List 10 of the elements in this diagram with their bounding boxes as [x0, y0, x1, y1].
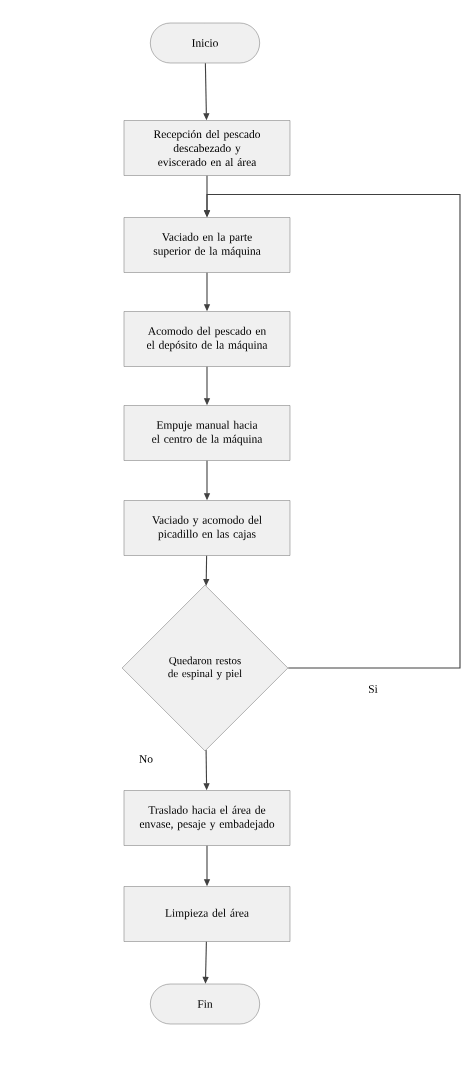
process-box: Traslado hacia el área de envase, pesaje y embadejado: [123, 790, 291, 846]
process-box: Vaciado y acomodo del picadillo en las cajas: [123, 500, 291, 556]
arrow: [203, 555, 210, 586]
process-box: Recepción del pescado descabezado y eviscerado en al área: [123, 120, 291, 176]
process-box: Acomodo del pescado en el depósito de la máquina: [123, 311, 291, 367]
edge-label: Si: [367, 684, 379, 694]
process-box: Vaciado en la parte superior de la máquina: [123, 217, 291, 273]
process-box: Limpieza del área: [123, 886, 291, 942]
edge-label: No: [138, 754, 154, 764]
process-box: Empuje manual hacia el centro de la máquina: [123, 405, 291, 461]
